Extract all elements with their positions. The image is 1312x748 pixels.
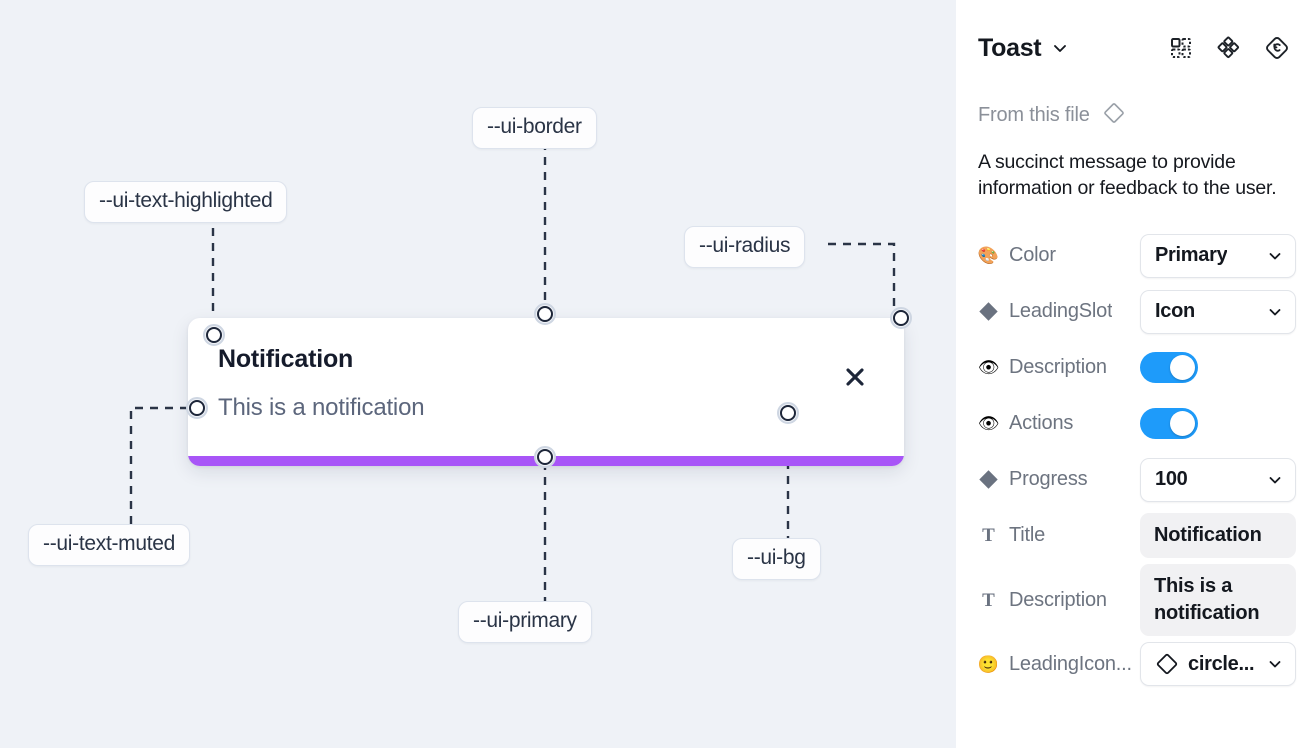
property-row-leadingicon: 🙂 LeadingIcon... circle... — [956, 636, 1312, 692]
panel-title: Toast — [978, 33, 1042, 62]
property-row-color: 🎨 Color Primary — [956, 228, 1312, 284]
annotation-ui-bg[interactable]: --ui-bg — [732, 538, 821, 581]
toast-preview-card[interactable]: Notification This is a notification — [188, 318, 904, 466]
color-select[interactable]: Primary — [1140, 233, 1296, 278]
chevron-down-icon — [1259, 304, 1283, 320]
eye-emoji-icon: 👁 — [977, 414, 1000, 434]
chevron-down-icon — [1259, 656, 1283, 672]
title-input[interactable]: Notification — [1140, 513, 1296, 559]
panel-header: Toast — [956, 0, 1312, 96]
property-row-leadingslot: LeadingSlot Icon — [956, 284, 1312, 340]
leadingslot-select-value: Icon — [1155, 300, 1195, 323]
property-label-color: Color — [1009, 244, 1056, 267]
component-description: A succinct message to provide informatio… — [978, 151, 1277, 199]
property-label-leadingslot: LeadingSlot — [1009, 300, 1113, 323]
color-select-value: Primary — [1155, 244, 1228, 267]
node-handle-primary[interactable] — [534, 446, 556, 468]
description-input[interactable]: This is a notification — [1140, 563, 1296, 637]
property-row-progress: Progress 100 — [956, 452, 1312, 508]
description-toggle[interactable] — [1140, 352, 1198, 384]
property-label-description-text: Description — [1009, 588, 1107, 611]
reset-revert-icon[interactable] — [1264, 35, 1290, 61]
property-list: 🎨 Color Primary LeadingSlot — [956, 228, 1312, 692]
annotation-ui-radius[interactable]: --ui-radius — [684, 226, 806, 269]
component-grid-icon[interactable] — [1168, 35, 1194, 61]
panel-header-actions — [1168, 35, 1290, 61]
text-t-icon: T — [982, 589, 995, 611]
node-handle-text-muted[interactable] — [186, 397, 208, 419]
diamond-filled-icon — [978, 469, 999, 490]
property-label-description-toggle: Description — [1009, 356, 1107, 379]
toast-description: This is a notification — [218, 394, 425, 421]
progress-select[interactable]: 100 — [1140, 457, 1296, 502]
node-handle-border[interactable] — [534, 303, 556, 325]
property-label-progress: Progress — [1009, 468, 1088, 491]
chevron-down-icon[interactable] — [1051, 39, 1069, 57]
chevron-down-icon — [1259, 248, 1283, 264]
design-canvas[interactable]: Notification This is a notification --ui… — [0, 0, 956, 748]
properties-panel: Toast — [956, 0, 1312, 748]
leadingicon-select[interactable]: circle... — [1140, 642, 1296, 687]
palette-emoji-icon: 🎨 — [977, 246, 1000, 266]
progress-select-value: 100 — [1155, 468, 1188, 491]
eye-emoji-icon: 👁 — [977, 358, 1000, 378]
diamond-outline-icon — [1102, 101, 1126, 130]
property-label-leadingicon: LeadingIcon... — [1009, 652, 1132, 675]
property-row-description-text: T Description This is a notification — [956, 563, 1312, 637]
actions-toggle[interactable] — [1140, 408, 1198, 440]
property-label-title: Title — [1009, 524, 1046, 547]
diamond-filled-icon — [978, 301, 999, 322]
chevron-down-icon — [1259, 472, 1283, 488]
source-row: From this file — [956, 96, 1312, 134]
leadingicon-select-value: circle... — [1188, 652, 1255, 675]
variants-diamond-icon[interactable] — [1216, 35, 1242, 61]
annotation-ui-primary[interactable]: --ui-primary — [458, 601, 592, 644]
node-handle-bg[interactable] — [777, 402, 799, 424]
annotation-ui-text-highlighted[interactable]: --ui-text-highlighted — [84, 181, 288, 224]
close-x-icon[interactable] — [842, 364, 868, 390]
property-label-actions-toggle: Actions — [1009, 412, 1074, 435]
leadingslot-select[interactable]: Icon — [1140, 289, 1296, 334]
property-row-actions-toggle: 👁 Actions — [956, 396, 1312, 452]
annotation-ui-text-muted[interactable]: --ui-text-muted — [28, 524, 191, 567]
toast-title: Notification — [218, 345, 354, 373]
property-row-description-toggle: 👁 Description — [956, 340, 1312, 396]
node-handle-text-highlighted[interactable] — [203, 324, 225, 346]
text-t-icon: T — [982, 525, 995, 547]
annotation-ui-border[interactable]: --ui-border — [472, 107, 597, 150]
property-row-title: T Title Notification — [956, 508, 1312, 564]
node-handle-radius[interactable] — [890, 307, 912, 329]
source-label: From this file — [978, 103, 1090, 126]
smiley-emoji-icon: 🙂 — [977, 654, 1000, 674]
diamond-outline-icon — [1155, 652, 1179, 676]
